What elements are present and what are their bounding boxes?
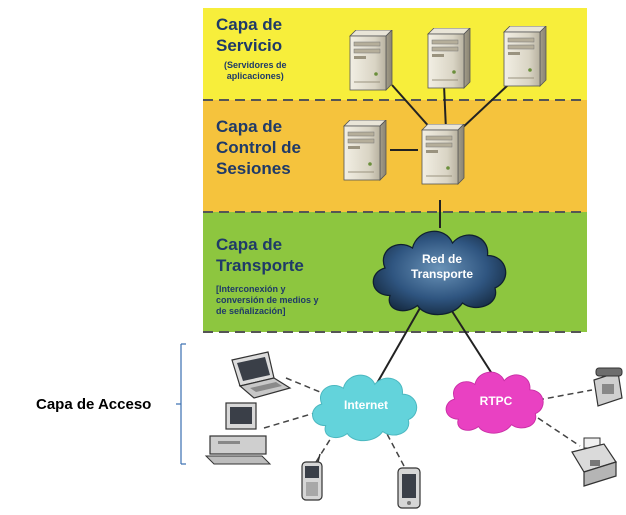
desktop-computer-icon [204,402,272,465]
access-layer-label: Capa de Acceso [36,396,152,413]
fax-icon [571,437,617,487]
session-layer-title: Capa de Control de Sesiones [216,117,301,178]
mobile-phone-icon [301,453,323,501]
server-icon [421,124,465,185]
rtpc-cloud-label: RTPC [479,394,513,408]
connections [375,84,509,386]
server-icon [427,28,471,89]
access-bracket [176,343,186,465]
server-icon [503,26,547,87]
session-control-layer [203,100,587,212]
transport-cloud-label: Red de Transporte [410,252,473,281]
telephone-icon [593,367,623,407]
laptop-icon [231,351,292,399]
service-layer-subtitle: (Servidores de aplicaciones) [224,60,287,81]
server-icon [343,120,387,181]
access-links [263,377,593,467]
server-icon [349,30,393,91]
transport-layer-title: Capa de Transporte [216,235,304,275]
transport-layer-subtitle: [Interconexión y conversión de medios y … [216,284,319,316]
internet-cloud-label: Internet [343,398,388,412]
mobile-phone-icon [397,467,421,509]
service-layer-title: Capa de Servicio [216,15,283,55]
